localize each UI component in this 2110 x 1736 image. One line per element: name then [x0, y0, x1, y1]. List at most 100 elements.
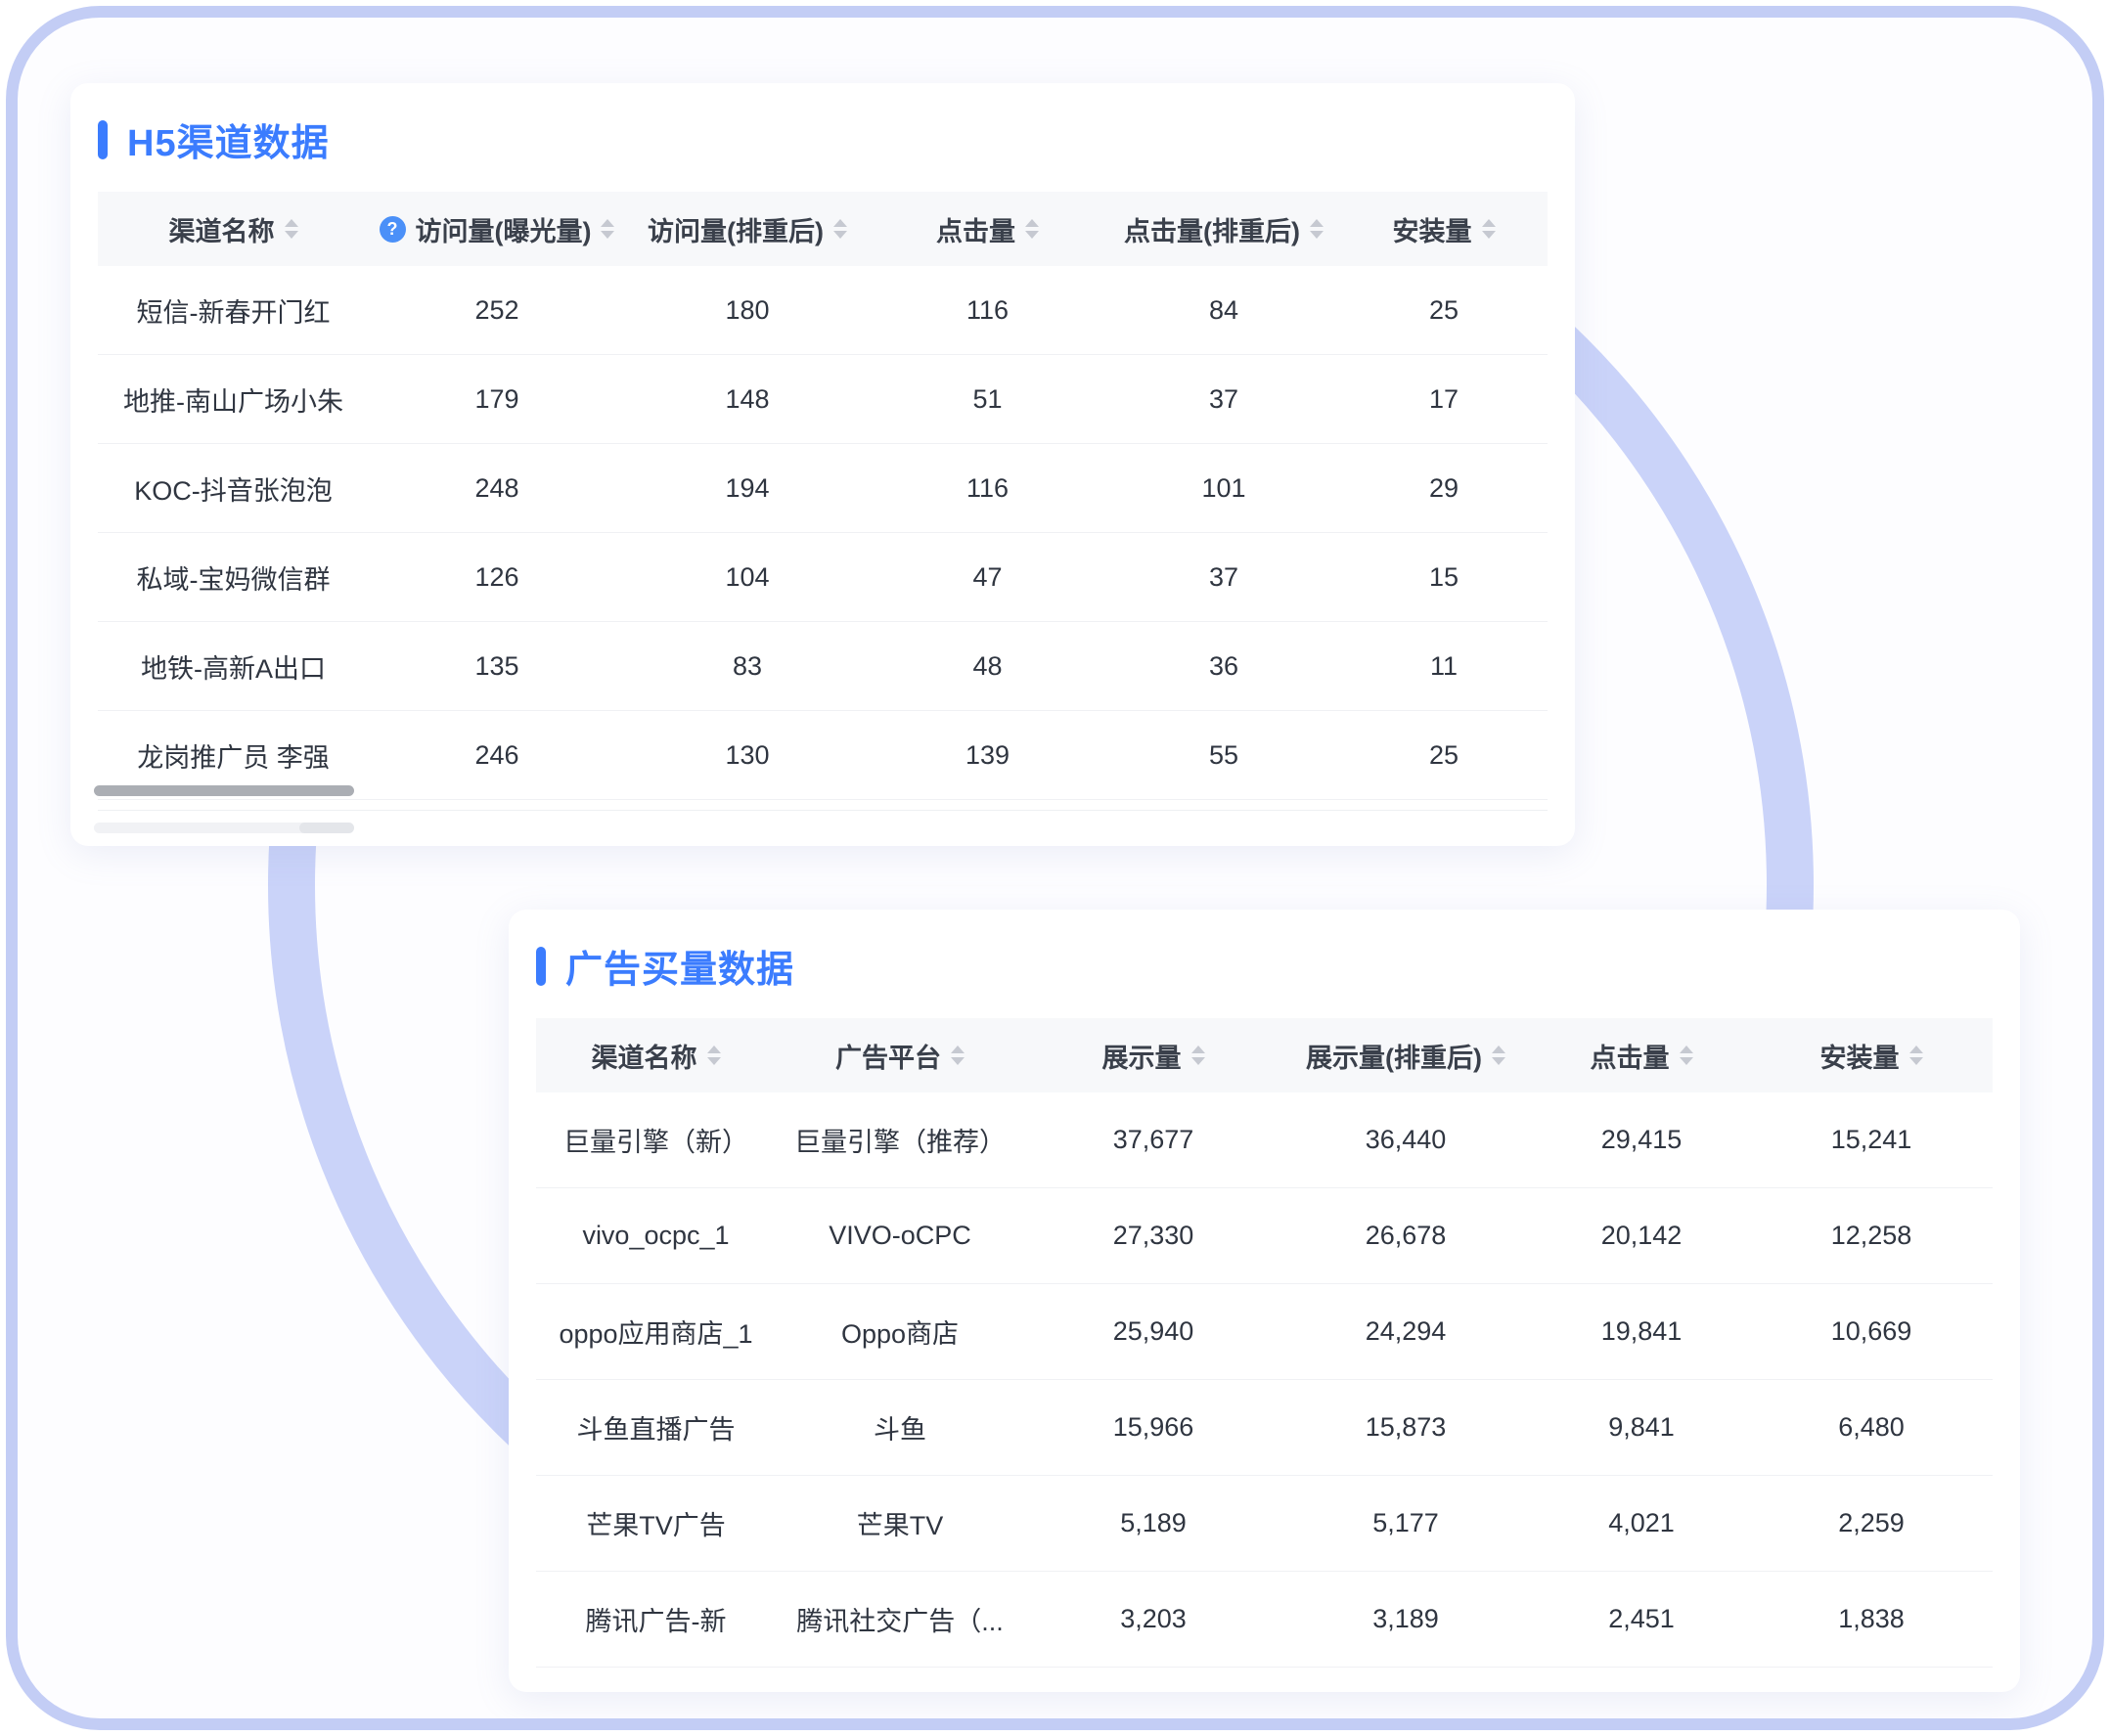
table-cell: 腾讯社交广告（...	[796, 1607, 1004, 1636]
column-label: 安装量	[1819, 1043, 1900, 1073]
column-label: 展示量(排重后)	[1306, 1043, 1482, 1073]
table-cell: 私域-宝妈微信群	[136, 564, 331, 595]
column-header[interactable]: 点击量	[870, 210, 1105, 248]
horizontal-scrollbar-thumb[interactable]	[94, 785, 354, 796]
column-header[interactable]: 渠道名称	[536, 1037, 776, 1075]
sort-icon[interactable]	[1491, 1046, 1505, 1065]
table-cell: 55	[1208, 739, 1239, 770]
column-header[interactable]: 安装量	[1754, 1037, 1989, 1075]
table-cell: 9,841	[1608, 1412, 1675, 1442]
table-cell: oppo应用商店_1	[559, 1319, 753, 1349]
table-cell: 26,678	[1365, 1221, 1447, 1250]
sort-icon[interactable]	[706, 1046, 721, 1065]
table-cell: 2,259	[1838, 1508, 1905, 1537]
table-cell: KOC-抖音张泡泡	[134, 475, 333, 506]
table-cell: 2,451	[1608, 1604, 1675, 1633]
table-cell: 腾讯广告-新	[585, 1607, 727, 1636]
column-label: 点击量	[1590, 1043, 1670, 1073]
column-header[interactable]: 展示量	[1024, 1037, 1282, 1075]
column-header[interactable]: 点击量	[1529, 1037, 1754, 1075]
column-label: 访问量(曝光量)	[415, 216, 592, 246]
table-header-row: 渠道名称? 访问量(曝光量) 访问量(排重后)点击量点击量(排重后) 安装量	[98, 192, 1548, 266]
table-cell: VIVO-oCPC	[829, 1221, 971, 1250]
table-cell: 25,940	[1112, 1316, 1194, 1346]
column-header[interactable]: ? 访问量(曝光量)	[369, 210, 625, 248]
table-cell: 24,294	[1365, 1316, 1447, 1346]
table-cell: 130	[725, 739, 770, 770]
h5-channel-table: 渠道名称? 访问量(曝光量) 访问量(排重后)点击量点击量(排重后) 安装量 短信-新…	[98, 192, 1548, 811]
table-cell: 3,203	[1120, 1604, 1187, 1633]
column-header[interactable]: 访问量(排重后)	[625, 210, 870, 248]
sort-icon[interactable]	[1908, 1046, 1923, 1065]
table-cell: 48	[972, 650, 1003, 681]
column-header[interactable]: 广告平台	[776, 1037, 1024, 1075]
h5-channel-card: H5渠道数据 渠道名称? 访问量(曝光量) 访问量(排重后)点击量点击量(排重后) 安…	[70, 83, 1575, 846]
table-cell: 37	[1208, 383, 1239, 414]
sort-icon[interactable]	[1025, 219, 1039, 239]
partial-scrollbar-track	[94, 823, 354, 833]
table-cell: 246	[474, 739, 519, 770]
table-cell: 斗鱼	[874, 1415, 926, 1445]
table-cell: 地铁-高新A出口	[141, 653, 326, 684]
table-cell: 短信-新春开门红	[136, 297, 331, 328]
table-cell: 37,677	[1112, 1125, 1194, 1154]
table-cell: 12,258	[1830, 1221, 1912, 1250]
table-cell: 巨量引擎（新）	[563, 1128, 748, 1157]
table-cell: 180	[725, 294, 770, 325]
table-cell: 101	[1201, 472, 1246, 503]
table-cell: 37	[1208, 561, 1239, 592]
table-cell: 83	[732, 650, 763, 681]
column-header[interactable]: 点击量(排重后)	[1105, 210, 1342, 248]
table-cell: 179	[474, 383, 519, 414]
table-cell: 龙岗推广员 李强	[137, 742, 330, 773]
card-title: H5渠道数据	[70, 83, 1575, 166]
sort-icon[interactable]	[1309, 219, 1324, 239]
sort-icon[interactable]	[284, 219, 298, 239]
title-accent-bar	[98, 119, 108, 159]
sort-icon[interactable]	[832, 219, 847, 239]
sort-icon[interactable]	[601, 219, 615, 239]
table-cell: 17	[1428, 383, 1459, 414]
column-header[interactable]: 展示量(排重后)	[1282, 1037, 1529, 1075]
table-cell: 29	[1428, 472, 1459, 503]
table-cell: 126	[474, 561, 519, 592]
column-label: 渠道名称	[591, 1043, 697, 1073]
sort-icon[interactable]	[951, 1046, 965, 1065]
table-cell: 47	[972, 561, 1003, 592]
sort-icon[interactable]	[1679, 1046, 1693, 1065]
column-label: 点击量(排重后)	[1124, 216, 1300, 246]
table-cell: 15,241	[1830, 1125, 1912, 1154]
table-cell: 27,330	[1112, 1221, 1194, 1250]
table-cell: 51	[972, 383, 1003, 414]
table-header-row: 渠道名称 广告平台展示量展示量(排重后) 点击量 安装量	[536, 1018, 1993, 1092]
column-header[interactable]: 渠道名称	[98, 210, 369, 248]
table-cell: 1,838	[1838, 1604, 1905, 1633]
table-cell: 29,415	[1600, 1125, 1683, 1154]
table-cell: 地推-南山广场小朱	[123, 386, 343, 417]
partial-scrollbar-thumb	[299, 823, 354, 833]
help-icon[interactable]: ?	[379, 215, 406, 243]
table-cell: 19,841	[1600, 1316, 1683, 1346]
table-cell: 25	[1428, 294, 1459, 325]
table-cell: 116	[965, 472, 1010, 503]
ad-buy-table: 渠道名称广告平台展示量展示量(排重后)点击量安装量 巨量引擎（新）巨量引擎（推荐…	[536, 1018, 1993, 1668]
table-cell: 139	[965, 739, 1010, 770]
table-cell: 36	[1208, 650, 1239, 681]
table-cell: 248	[474, 472, 519, 503]
sort-icon[interactable]	[1190, 1046, 1205, 1065]
sort-icon[interactable]	[1481, 219, 1496, 239]
card-title-text: H5渠道数据	[127, 123, 330, 164]
column-label: 渠道名称	[168, 216, 275, 246]
column-header[interactable]: 安装量	[1342, 210, 1546, 248]
